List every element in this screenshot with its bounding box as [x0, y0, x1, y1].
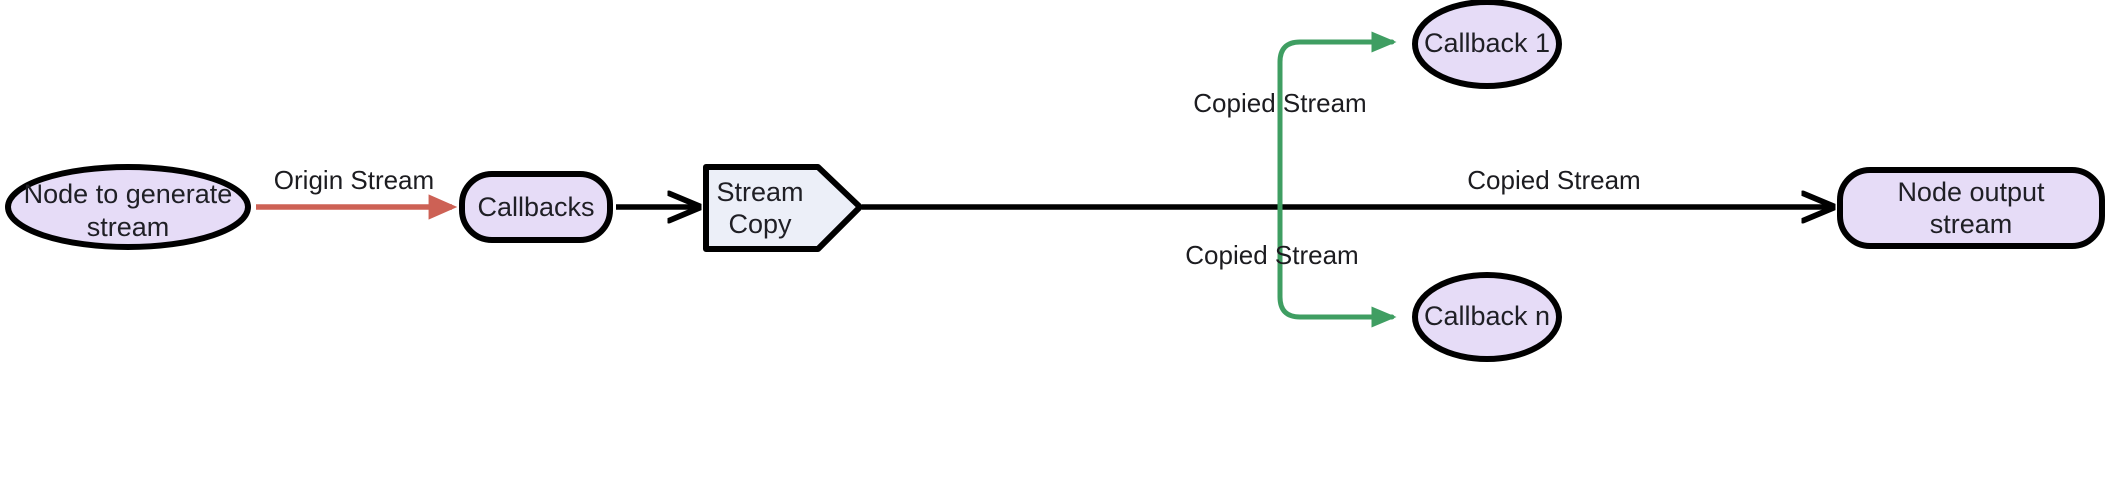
node-output-stream-label-line2: stream	[1930, 209, 2013, 239]
edge-copied-stream-bottom	[1277, 204, 1397, 328]
node-output-stream[interactable]: Node output stream	[1837, 167, 2105, 249]
edge-label-copied-stream-middle: Copied Stream	[1467, 165, 1640, 195]
edge-label-copied-stream-middle-text: Copied Stream	[1467, 165, 1640, 195]
node-source[interactable]: Node to generate stream	[5, 164, 251, 250]
node-stream-copy-label-line1: Stream	[716, 177, 803, 207]
node-source-label-line2: stream	[87, 212, 170, 242]
node-stream-copy[interactable]: Stream Copy	[703, 164, 863, 252]
node-callback-1[interactable]: Callback 1	[1412, 0, 1562, 89]
node-callback-n-label: Callback n	[1424, 301, 1550, 331]
node-output-stream-shape[interactable]	[1837, 167, 2105, 249]
edge-label-origin-stream: Origin Stream	[274, 165, 434, 195]
node-stream-copy-shape[interactable]	[703, 164, 863, 252]
node-output-stream-label-line1: Node output	[1897, 177, 2045, 207]
edge-copied-stream-top	[1277, 31, 1397, 210]
node-source-shape[interactable]	[5, 164, 251, 250]
edge-label-origin-stream-text: Origin Stream	[274, 165, 434, 195]
edge-label-copied-stream-bottom: Copied Stream	[1185, 240, 1358, 270]
edge-copied-stream-top-line	[1277, 31, 1397, 210]
node-stream-copy-label-line2: Copy	[728, 209, 792, 239]
node-callbacks-label: Callbacks	[477, 192, 594, 222]
node-source-label-line1: Node to generate	[24, 179, 233, 209]
node-callback-n[interactable]: Callback n	[1412, 272, 1562, 362]
node-callbacks-shape[interactable]	[459, 171, 613, 243]
node-callback-1-label: Callback 1	[1424, 28, 1550, 58]
node-callback-n-shape[interactable]	[1412, 272, 1562, 362]
node-callback-1-shape[interactable]	[1412, 0, 1562, 89]
edge-copied-stream-bottom-line	[1277, 204, 1397, 328]
edge-label-copied-stream-top: Copied Stream	[1193, 88, 1366, 118]
edge-label-copied-stream-top-text: Copied Stream	[1193, 88, 1366, 118]
node-callbacks[interactable]: Callbacks	[459, 171, 613, 243]
edge-label-copied-stream-bottom-text: Copied Stream	[1185, 240, 1358, 270]
